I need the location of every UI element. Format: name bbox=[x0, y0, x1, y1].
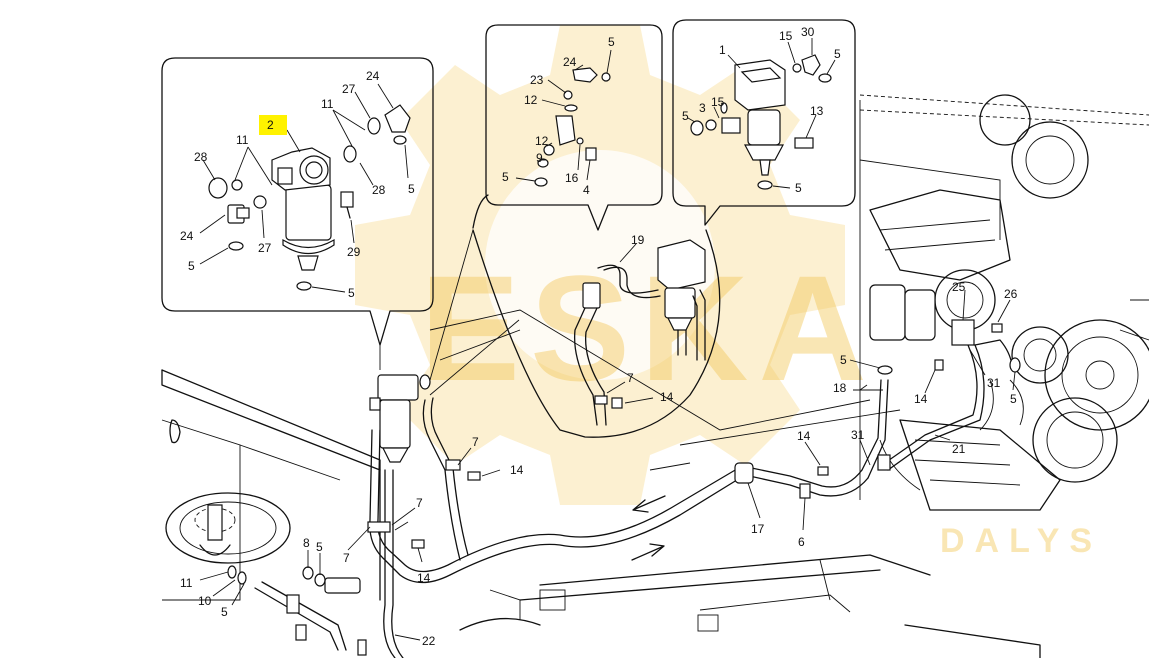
callout-2: 2 bbox=[267, 118, 274, 132]
callout-12: 12 bbox=[524, 93, 538, 107]
callout-21: 21 bbox=[952, 442, 966, 456]
callout-13: 13 bbox=[810, 104, 824, 118]
callout-24: 24 bbox=[180, 229, 194, 243]
callout-14: 14 bbox=[510, 463, 524, 477]
watermark: ESKA DALYS bbox=[355, 25, 1102, 560]
callout-27: 27 bbox=[258, 241, 272, 255]
callout-11: 11 bbox=[180, 576, 193, 590]
callout-22: 22 bbox=[422, 634, 436, 648]
callout-18: 18 bbox=[833, 381, 847, 395]
callout-6: 6 bbox=[798, 535, 805, 549]
engine bbox=[859, 94, 1149, 511]
callout-7: 7 bbox=[416, 496, 423, 510]
callout-7: 7 bbox=[627, 371, 634, 385]
callout-5: 5 bbox=[795, 181, 802, 195]
callout-17: 17 bbox=[751, 522, 765, 536]
callout-28: 28 bbox=[372, 183, 386, 197]
fuel-lines bbox=[199, 289, 1021, 658]
callout-5: 5 bbox=[348, 286, 355, 300]
detail-box-middle bbox=[485, 24, 663, 231]
callout-14: 14 bbox=[660, 390, 674, 404]
detail-box-left bbox=[161, 57, 434, 370]
callout-31: 31 bbox=[987, 376, 1001, 390]
callout-14: 14 bbox=[417, 571, 431, 585]
detail-box-right bbox=[672, 19, 856, 226]
callout-5: 5 bbox=[682, 109, 689, 123]
detail-bubble-center bbox=[429, 194, 721, 438]
machine-frame bbox=[161, 309, 1041, 658]
callout-10: 10 bbox=[198, 594, 212, 608]
callout-8: 8 bbox=[303, 536, 310, 550]
callout-5: 5 bbox=[408, 182, 415, 196]
callout-14: 14 bbox=[914, 392, 928, 406]
callout-24: 24 bbox=[366, 69, 380, 83]
callout-29: 29 bbox=[347, 245, 361, 259]
callout-5: 5 bbox=[840, 353, 847, 367]
callout-30: 30 bbox=[801, 25, 815, 39]
callout-5: 5 bbox=[221, 605, 228, 619]
callout-5: 5 bbox=[608, 35, 615, 49]
watermark-sub: DALYS bbox=[940, 522, 1102, 560]
callout-19: 19 bbox=[631, 233, 645, 247]
callout-11: 11 bbox=[236, 133, 249, 147]
callout-15: 15 bbox=[779, 29, 793, 43]
callout-24: 24 bbox=[563, 55, 577, 69]
callout-7: 7 bbox=[343, 551, 350, 565]
callout-4: 4 bbox=[583, 183, 590, 197]
callout-5: 5 bbox=[834, 47, 841, 61]
callout-labels: 2 24 27 11 11 28 28 5 24 27 29 5 5 5 24 … bbox=[180, 25, 1018, 648]
callout-25: 25 bbox=[952, 280, 966, 294]
callout-5: 5 bbox=[502, 170, 509, 184]
callout-27: 27 bbox=[342, 82, 356, 96]
callout-14: 14 bbox=[797, 429, 811, 443]
callout-5: 5 bbox=[1010, 392, 1017, 406]
callout-5: 5 bbox=[316, 540, 323, 554]
callout-28: 28 bbox=[194, 150, 208, 164]
callout-7: 7 bbox=[472, 435, 479, 449]
callout-3: 3 bbox=[699, 101, 706, 115]
highlight-marker bbox=[259, 115, 287, 135]
callout-11: 11 bbox=[321, 97, 334, 111]
callout-31: 31 bbox=[851, 428, 865, 442]
callout-1: 1 bbox=[719, 43, 726, 57]
callout-26: 26 bbox=[1004, 287, 1018, 301]
callout-16: 16 bbox=[565, 171, 579, 185]
callout-9: 9 bbox=[536, 151, 543, 165]
callout-5: 5 bbox=[188, 259, 195, 273]
callout-12: 12 bbox=[535, 134, 549, 148]
callout-15: 15 bbox=[711, 95, 725, 109]
callout-23: 23 bbox=[530, 73, 544, 87]
